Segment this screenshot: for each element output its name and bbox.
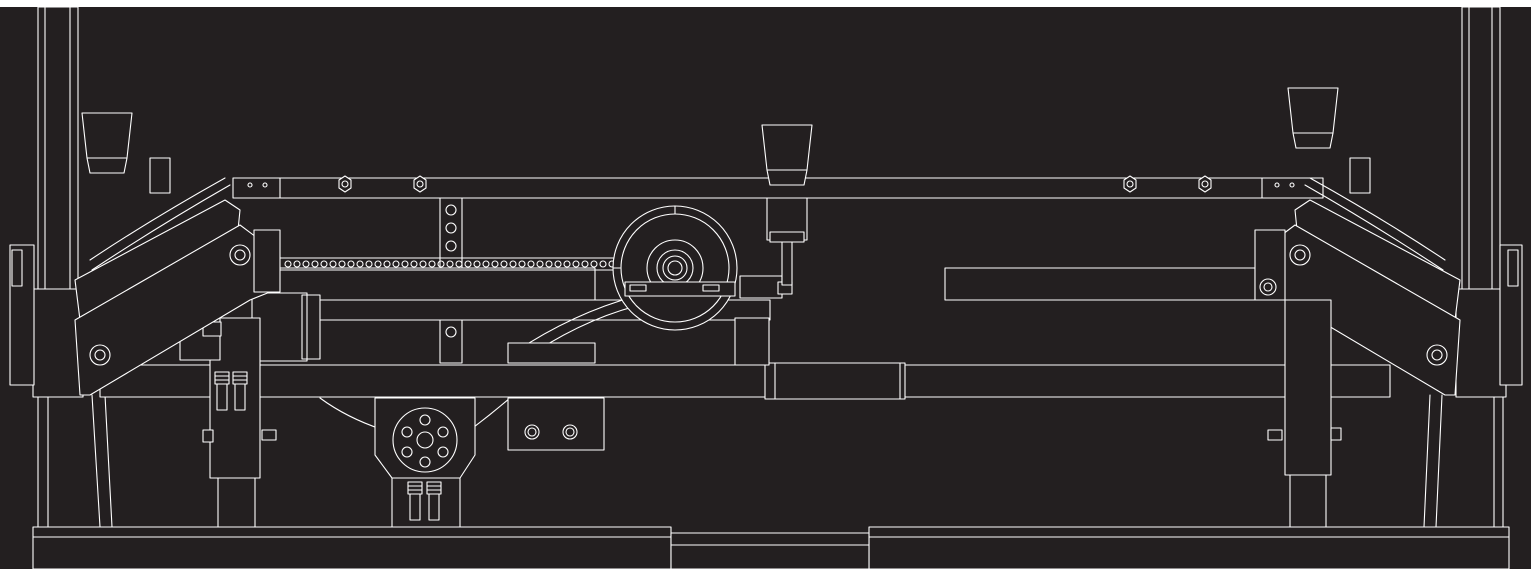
- chain-link: [284, 260, 292, 268]
- rail-block: [507, 342, 596, 364]
- chain-link: [545, 260, 553, 268]
- chain-link: [428, 260, 436, 268]
- chain-link: [293, 260, 301, 268]
- chain-link: [473, 260, 481, 268]
- sprocket-icon: [612, 205, 738, 331]
- hydraulic-motor-left: [179, 292, 321, 479]
- right-posts: [1423, 6, 1523, 528]
- bolt-plate: [507, 397, 605, 451]
- chain-link: [410, 260, 418, 268]
- right-conveyor-arm: [1254, 87, 1461, 396]
- chain-link: [419, 260, 427, 268]
- chain-link: [374, 260, 382, 268]
- chain-link: [302, 260, 310, 268]
- chain-link: [554, 260, 562, 268]
- chain-link: [536, 260, 544, 268]
- chain-link: [356, 260, 364, 268]
- chain-link: [491, 260, 499, 268]
- lower-rail: [99, 362, 1391, 400]
- chain-link: [590, 260, 598, 268]
- left-lower-leg: [217, 477, 256, 528]
- chain-link: [338, 260, 346, 268]
- chain-link: [527, 260, 535, 268]
- right-lower-leg: [1267, 299, 1342, 528]
- chain-link: [599, 260, 607, 268]
- chain-link: [518, 260, 526, 268]
- chain-link: [563, 260, 571, 268]
- chain-link: [329, 260, 337, 268]
- base-frame: [32, 526, 1510, 569]
- chain-link: [455, 260, 463, 268]
- handle-knob-icon: [761, 124, 813, 243]
- chain-link: [437, 260, 445, 268]
- chain-link: [365, 260, 373, 268]
- left-posts: [9, 6, 113, 528]
- chain-link: [500, 260, 508, 268]
- chain-link: [509, 260, 517, 268]
- chain-link: [311, 260, 319, 268]
- chain-link: [464, 260, 472, 268]
- chain-link: [482, 260, 490, 268]
- chain-link: [572, 260, 580, 268]
- chain-link: [392, 260, 400, 268]
- chain-link: [581, 260, 589, 268]
- chain-link: [320, 260, 328, 268]
- left-conveyor-arm: [74, 112, 281, 396]
- top-band: [0, 0, 1531, 7]
- chain-link: [383, 260, 391, 268]
- chain-link: [446, 260, 454, 268]
- chain-link: [347, 260, 355, 268]
- chain-link: [401, 260, 409, 268]
- lower-sprocket-motor: [374, 397, 476, 528]
